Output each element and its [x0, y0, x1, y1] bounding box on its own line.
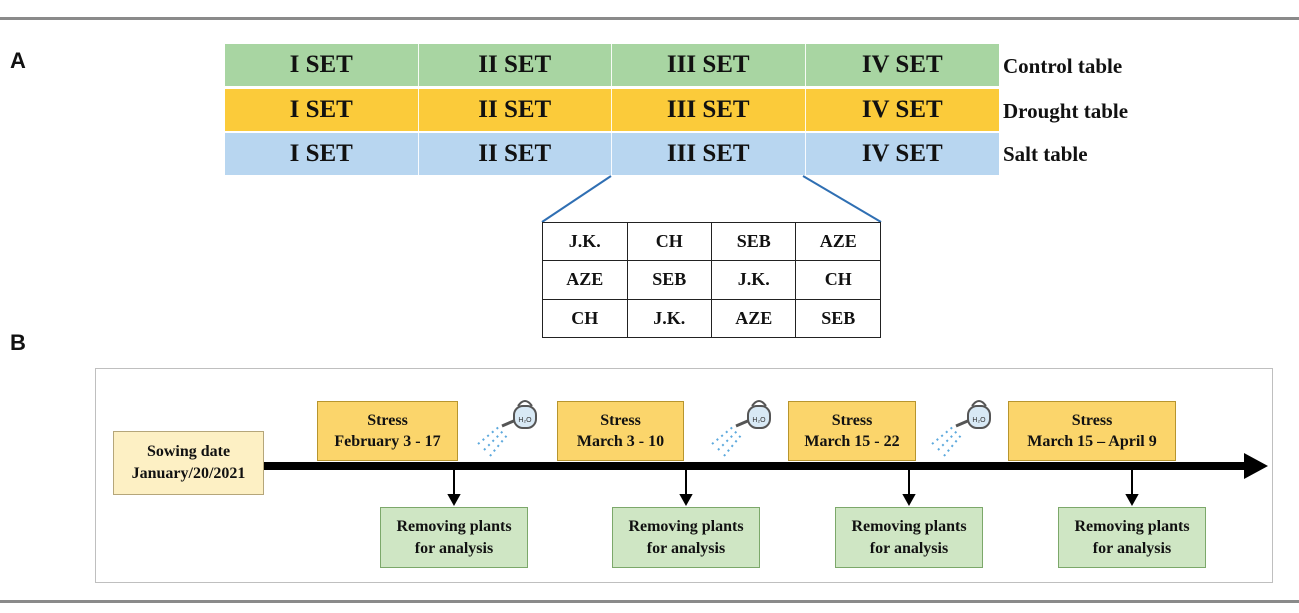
removing-plants-box: Removing plants for analysis [1058, 507, 1206, 568]
stress-label: Stress [1071, 412, 1113, 429]
set-cell: III SET [612, 44, 806, 86]
grid-cell: CH [626, 221, 712, 262]
set-cell: IV SET [861, 51, 943, 78]
removing-line1: Removing plants [1074, 517, 1190, 535]
grid-cell: CH [542, 298, 628, 339]
set-cell: III SET [612, 133, 806, 175]
stress-label: Stress [367, 412, 408, 429]
removing-line2: for analysis [414, 539, 494, 557]
stress-period: February 3 - 17 [334, 433, 441, 450]
watering-can-icon: H₂O [931, 400, 991, 457]
stress-period: March 3 - 10 [576, 433, 665, 450]
grid-row: CH J.K. AZE SEB [542, 298, 881, 339]
layout-grid: J.K. CH SEB AZE AZE SEB J.K. CH CH J.K. … [542, 221, 881, 339]
grid-cell: SEB [710, 221, 797, 262]
zoom-line-left [541, 175, 612, 223]
stress-period: March 15 - 22 [804, 433, 900, 450]
grid-cell: SEB [795, 298, 881, 339]
stress-label: Stress [831, 412, 873, 429]
removing-line1: Removing plants [396, 517, 512, 535]
salt-table-label: Salt table [1003, 142, 1088, 166]
control-table-label: Control table [1003, 54, 1123, 78]
removal-arrow [902, 466, 916, 507]
sowing-label: Sowing date [146, 443, 231, 460]
h2o-label: H₂O [752, 417, 766, 424]
stress-box: Stress March 15 - 22 [788, 401, 916, 461]
grid-cell: J.K. [710, 260, 797, 300]
grid-row: J.K. CH SEB AZE [542, 221, 881, 262]
stress-box: Stress March 15 – April 9 [1008, 401, 1176, 461]
removing-line2: for analysis [646, 539, 726, 557]
removing-line1: Removing plants [628, 517, 744, 535]
removing-line1: Removing plants [851, 517, 967, 535]
removal-arrow [447, 466, 461, 507]
salt-table-row: I SET II SET III SET IV SET [225, 133, 999, 175]
grid-cell: J.K. [626, 298, 712, 339]
grid-cell: SEB [626, 260, 712, 300]
grid-cell: CH [795, 260, 881, 300]
removing-plants-box: Removing plants for analysis [380, 507, 528, 568]
set-cell: IV SET [861, 140, 943, 167]
h2o-label: H₂O [518, 417, 532, 424]
set-cell: II SET [419, 89, 612, 131]
stress-label: Stress [600, 412, 641, 429]
stress-box: Stress March 3 - 10 [557, 401, 684, 461]
set-cell: IV SET [861, 96, 943, 123]
removing-plants-box: Removing plants for analysis [612, 507, 760, 568]
watering-can-icon: H₂O [711, 400, 771, 457]
removing-line2: for analysis [1092, 539, 1172, 557]
control-table-row: I SET II SET III SET IV SET [225, 44, 999, 86]
watering-can-icon: H₂O [477, 400, 537, 457]
set-cell: I SET [225, 89, 419, 131]
stress-box: Stress February 3 - 17 [317, 401, 458, 461]
grid-cell: AZE [795, 221, 881, 262]
set-cell: II SET [419, 44, 612, 86]
set-cell: I SET [225, 44, 419, 86]
top-rule [0, 17, 1299, 20]
removing-line2: for analysis [869, 539, 949, 557]
bottom-rule [0, 600, 1299, 603]
timeline-arrowhead [1244, 453, 1268, 479]
sowing-date-box: Sowing date January/20/2021 [113, 431, 264, 495]
panel-label-b: B [10, 330, 26, 355]
removal-arrow [1125, 466, 1139, 507]
drought-table-row: I SET II SET III SET IV SET [225, 89, 999, 131]
removal-arrow [679, 466, 693, 507]
grid-cell: J.K. [542, 221, 628, 262]
panel-label-a: A [10, 48, 26, 73]
set-cell: I SET [225, 133, 419, 175]
zoom-line-right [802, 175, 882, 223]
set-cell: III SET [612, 89, 806, 131]
grid-row: AZE SEB J.K. CH [542, 260, 881, 300]
h2o-label: H₂O [972, 417, 986, 424]
removing-plants-box: Removing plants for analysis [835, 507, 983, 568]
sowing-date: January/20/2021 [131, 465, 246, 482]
set-cell: II SET [419, 133, 612, 175]
stress-period: March 15 – April 9 [1027, 433, 1157, 450]
drought-table-label: Drought table [1003, 99, 1129, 123]
